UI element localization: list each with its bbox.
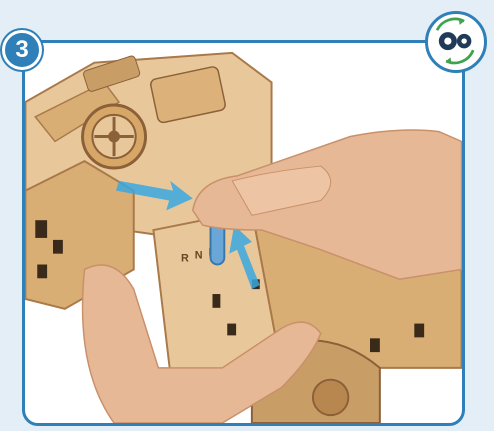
assembly-illustration: R N D	[25, 43, 462, 423]
illustration-frame: R N D	[22, 40, 465, 426]
gear-label-n: N	[195, 250, 203, 262]
wooden-gear-wheel	[83, 105, 146, 168]
step-number-badge: 3	[2, 30, 42, 70]
gears-rotate-icon	[425, 11, 487, 73]
gear-label-r: R	[181, 253, 189, 265]
